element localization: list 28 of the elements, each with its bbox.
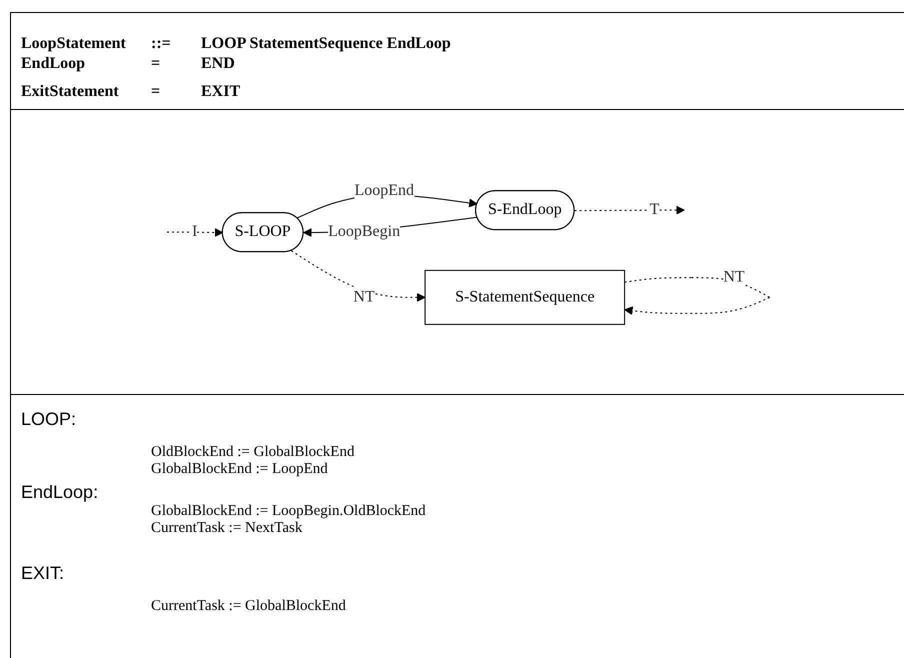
edge-label: LoopBegin bbox=[328, 223, 400, 240]
grammar-definition: END bbox=[201, 55, 236, 73]
arrow bbox=[574, 206, 684, 215]
section-heading: EXIT: bbox=[21, 563, 66, 584]
grammar-operator: = bbox=[151, 55, 162, 73]
code-line: OldBlockEnd := GlobalBlockEnd bbox=[151, 444, 356, 461]
grammar-definition: EXIT bbox=[201, 83, 242, 101]
code-line: GlobalBlockEnd := LoopEnd bbox=[151, 461, 329, 478]
node-box: S-StatementSequence bbox=[424, 270, 625, 326]
grammar-operator: = bbox=[151, 83, 162, 101]
grammar-operator: ::= bbox=[151, 35, 172, 53]
section-heading: EndLoop: bbox=[21, 482, 100, 503]
arrow bbox=[166, 228, 223, 238]
grammar-rule-name: ExitStatement bbox=[21, 83, 120, 101]
edge-label: NT bbox=[352, 288, 374, 306]
arrow bbox=[290, 250, 426, 302]
code-line: GlobalBlockEnd := LoopBegin.OldBlockEnd bbox=[151, 503, 427, 520]
grammar-definition: LOOP StatementSequence EndLoop bbox=[201, 35, 451, 53]
edge-label: I bbox=[192, 223, 197, 240]
grammar-rule-name: LoopStatement bbox=[21, 35, 127, 53]
edge-label: T bbox=[649, 201, 659, 218]
arrow bbox=[624, 277, 770, 316]
edge-label: LoopEnd bbox=[354, 182, 414, 200]
grammar-rule-name: EndLoop bbox=[21, 55, 86, 73]
code-line: CurrentTask := GlobalBlockEnd bbox=[151, 598, 347, 615]
edge-label: NT bbox=[722, 268, 744, 286]
code-line: CurrentTask := NextTask bbox=[151, 520, 304, 537]
section-heading: LOOP: bbox=[21, 409, 78, 430]
